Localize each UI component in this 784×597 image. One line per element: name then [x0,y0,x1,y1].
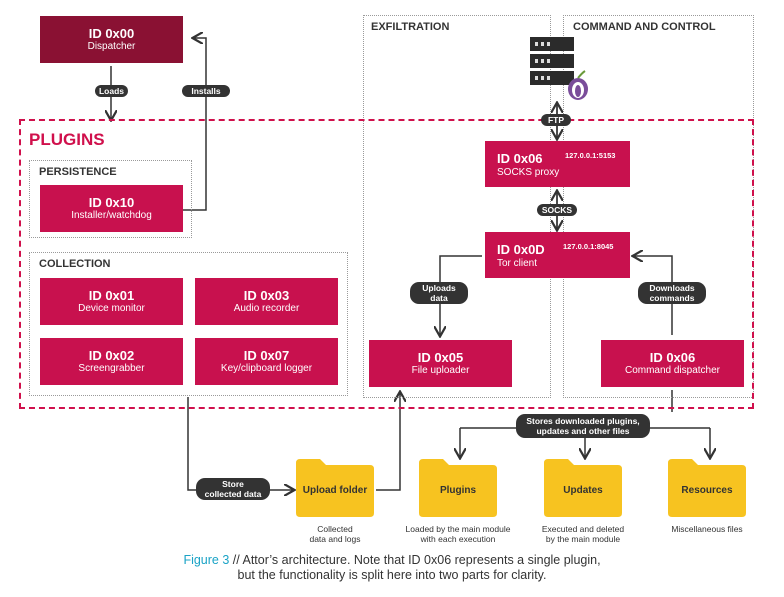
node-id: ID 0x03 [243,288,290,303]
node-name: Audio recorder [233,303,300,314]
collection-section [29,252,348,396]
folder-label: Upload folder [302,485,368,496]
updates-folder-caption: Executed and deleted by the main module [528,524,638,544]
caption-line: with each execution [420,534,496,544]
node-id: ID 0x06 [497,151,543,166]
installer-id: ID 0x10 [88,195,135,210]
ftp-pill: FTP [541,114,571,126]
node-name: Key/clipboard logger [220,363,313,374]
node-name: File uploader [411,365,470,376]
pill-line: updates and other files [536,426,630,436]
dispatcher-id: ID 0x00 [88,26,135,41]
socks-proxy-node: 127.0.0.1:5153 ID 0x06 SOCKS proxy [485,141,630,187]
plugins-folder-icon: Plugins [419,459,497,517]
tor-client-node: 127.0.0.1:8045 ID 0x0D Tor client [485,232,630,278]
exfiltration-title: EXFILTRATION [371,21,450,33]
node-id: ID 0x05 [417,350,464,365]
collection-title: COLLECTION [39,258,111,270]
server-icon [530,37,588,100]
caption-line-1: // Attor’s architecture. Note that ID 0x… [229,553,601,567]
pill-line: Store [222,479,244,489]
downloads-arrow [634,256,673,335]
device-monitor-node: ID 0x01 Device monitor [40,278,183,325]
resources-folder-caption: Miscellaneous files [652,524,762,534]
caption-line: Loaded by the main module [405,524,511,534]
persistence-title: PERSISTENCE [39,166,117,178]
plugins-title: PLUGINS [29,130,105,149]
caption-line: data and logs [309,534,361,544]
uploads-arrow [440,255,482,335]
folder-to-uploader-arrow [376,393,400,491]
node-name: SOCKS proxy [497,167,560,178]
caption-line: Miscellaneous files [671,524,743,534]
stores-downloaded-pill: Stores downloaded plugins, updates and o… [516,414,650,438]
installs-pill: Installs [182,85,230,97]
screengrabber-node: ID 0x02 Screengrabber [40,338,183,385]
folder-label: Resources [681,485,733,496]
updates-folder-icon: Updates [544,459,622,517]
node-id: ID 0x01 [88,288,135,303]
plugins-folder-caption: Loaded by the main module with each exec… [393,524,523,544]
pill-line: Uploads [422,283,456,293]
upload-folder-caption: Collected data and logs [285,524,385,544]
node-name: Screengrabber [78,363,145,374]
pill-line: collected data [204,489,262,499]
figure-caption: Figure 3 // Attor’s architecture. Note t… [0,553,784,583]
downloads-commands-pill: Downloads commands [638,282,706,304]
store-collected-pill: Store collected data [196,478,270,500]
persistence-section [29,160,192,238]
plugins-region [19,119,754,409]
node-id: ID 0x07 [243,348,290,363]
node-id: ID 0x06 [649,350,696,365]
node-ip: 127.0.0.1:8045 [563,242,614,251]
node-name: Device monitor [78,303,145,314]
command-dispatcher-node: ID 0x06 Command dispatcher [601,340,744,387]
c2-title: COMMAND AND CONTROL [573,21,716,33]
pill-line: data [430,293,448,303]
installs-arrow [183,38,207,211]
keylogger-node: ID 0x07 Key/clipboard logger [195,338,338,385]
tor-onion-icon [568,70,588,100]
node-ip: 127.0.0.1:5153 [565,151,616,160]
pill-line: Stores downloaded plugins, [526,416,640,426]
installer-node: ID 0x10 Installer/watchdog [40,185,183,232]
folder-label: Plugins [439,485,477,496]
pill-line: Downloads [649,283,695,293]
caption-line: Executed and deleted [541,524,625,534]
caption-line: Collected [317,524,353,534]
dispatcher-name: Dispatcher [87,41,136,52]
loads-pill: Loads [95,85,128,97]
socks-pill: SOCKS [537,204,577,216]
caption-line-2: but the functionality is split here into… [237,568,547,582]
figure-label: Figure 3 [183,553,230,567]
store-arrow [187,397,293,490]
file-uploader-node: ID 0x05 File uploader [369,340,512,387]
node-id: ID 0x0D [497,242,545,257]
installer-name: Installer/watchdog [71,210,152,221]
resources-folder-icon: Resources [668,459,746,517]
upload-folder-icon: Upload folder [296,459,374,517]
uploads-data-pill: Uploads data [410,282,468,304]
node-id: ID 0x02 [88,348,135,363]
node-name: Command dispatcher [624,365,721,376]
caption-line: by the main module [545,534,621,544]
dispatcher-node: ID 0x00 Dispatcher [40,16,183,63]
node-name: Tor client [497,258,538,269]
folder-label: Updates [563,485,603,496]
pill-line: commands [649,293,695,303]
audio-recorder-node: ID 0x03 Audio recorder [195,278,338,325]
